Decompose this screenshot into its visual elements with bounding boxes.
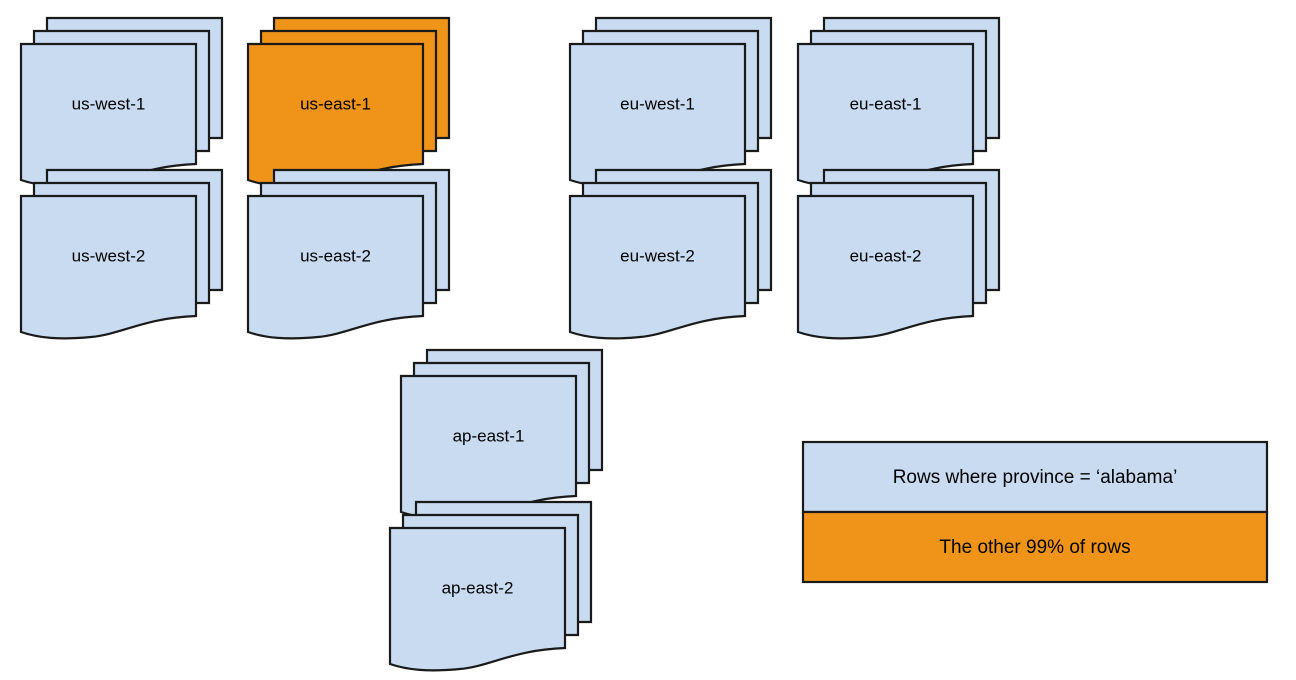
stack-label-ap-east-1: ap-east-1 [453,426,525,445]
document-stacks-layer: us-west-1 us-east-1 eu-west-1 eu-east-1 us-w… [19,16,1001,672]
stack-label-eu-east-1: eu-east-1 [850,94,922,113]
legend-row-highlighted-swatch [801,440,1269,514]
document-stack-eu-west-1[interactable]: eu-west-1 [568,16,773,188]
document-stack-ap-east-2[interactable]: ap-east-2 [388,500,593,672]
document-sheet-front [246,42,425,188]
document-sheet-front [19,42,198,188]
document-sheet-front [796,194,975,340]
legend-row-other-swatch [801,510,1269,584]
stack-label-us-east-1: us-east-1 [300,94,371,113]
document-stack-eu-east-1[interactable]: eu-east-1 [796,16,1001,188]
document-sheet-front [399,374,578,520]
document-stack-us-east-2[interactable]: us-east-2 [246,168,451,340]
document-stack-ap-east-1[interactable]: ap-east-1 [399,348,604,520]
document-stack-us-west-2[interactable]: us-west-2 [19,168,224,340]
document-stack-us-west-1[interactable]: us-west-1 [19,16,224,188]
document-sheet-front [19,194,198,340]
stack-label-eu-west-2: eu-west-2 [620,246,695,265]
stack-label-us-west-2: us-west-2 [72,246,146,265]
document-sheet-front [568,42,747,188]
legend-row-other-label: The other 99% of rows [939,537,1130,558]
stack-label-eu-west-1: eu-west-1 [620,94,695,113]
document-sheet-front [796,42,975,188]
document-sheet-front [568,194,747,340]
stack-label-us-east-2: us-east-2 [300,246,371,265]
legend-row-highlighted-label: Rows where province = ‘alabama’ [893,467,1178,488]
document-sheet-front [246,194,425,340]
stack-label-ap-east-2: ap-east-2 [442,578,514,597]
document-stack-eu-west-2[interactable]: eu-west-2 [568,168,773,340]
document-stack-eu-east-2[interactable]: eu-east-2 [796,168,1001,340]
stack-label-eu-east-2: eu-east-2 [850,246,922,265]
legend: Rows where province = ‘alabama’ The other… [801,440,1269,584]
document-stack-us-east-1[interactable]: us-east-1 [246,16,451,188]
document-sheet-front [388,526,567,672]
stack-label-us-west-1: us-west-1 [72,94,146,113]
